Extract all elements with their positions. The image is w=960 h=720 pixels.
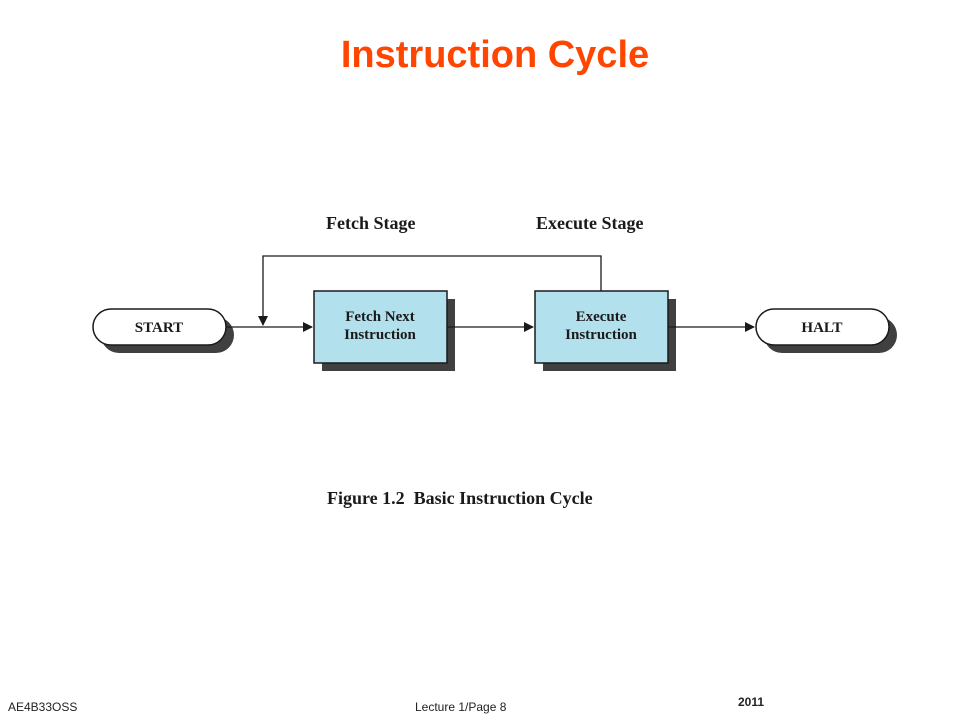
fetch-next-instruction-box: Fetch Next Instruction bbox=[313, 290, 455, 371]
fetch-box-label-line1: Fetch Next bbox=[345, 309, 415, 325]
arrow-loop-back bbox=[258, 255, 602, 326]
start-terminal: START bbox=[92, 308, 234, 353]
footer-year: 2011 bbox=[738, 695, 765, 709]
halt-terminal: HALT bbox=[755, 308, 897, 353]
footer-page-number: Lecture 1/Page 8 bbox=[415, 700, 507, 714]
footer-course-code: AE4B33OSS bbox=[8, 700, 78, 714]
fetch-stage-label: Fetch Stage bbox=[326, 213, 415, 233]
execute-stage-label: Execute Stage bbox=[536, 213, 643, 233]
slide-title: Instruction Cycle bbox=[340, 34, 650, 76]
figure-caption: Figure 1.2 Basic Instruction Cycle bbox=[327, 488, 593, 508]
fetch-box-label-line2: Instruction bbox=[344, 327, 416, 343]
halt-label: HALT bbox=[801, 320, 842, 336]
execute-instruction-box: Execute Instruction bbox=[534, 290, 676, 371]
start-label: START bbox=[135, 320, 183, 336]
execute-box-label-line1: Execute bbox=[576, 309, 627, 325]
execute-box-label-line2: Instruction bbox=[565, 327, 637, 343]
